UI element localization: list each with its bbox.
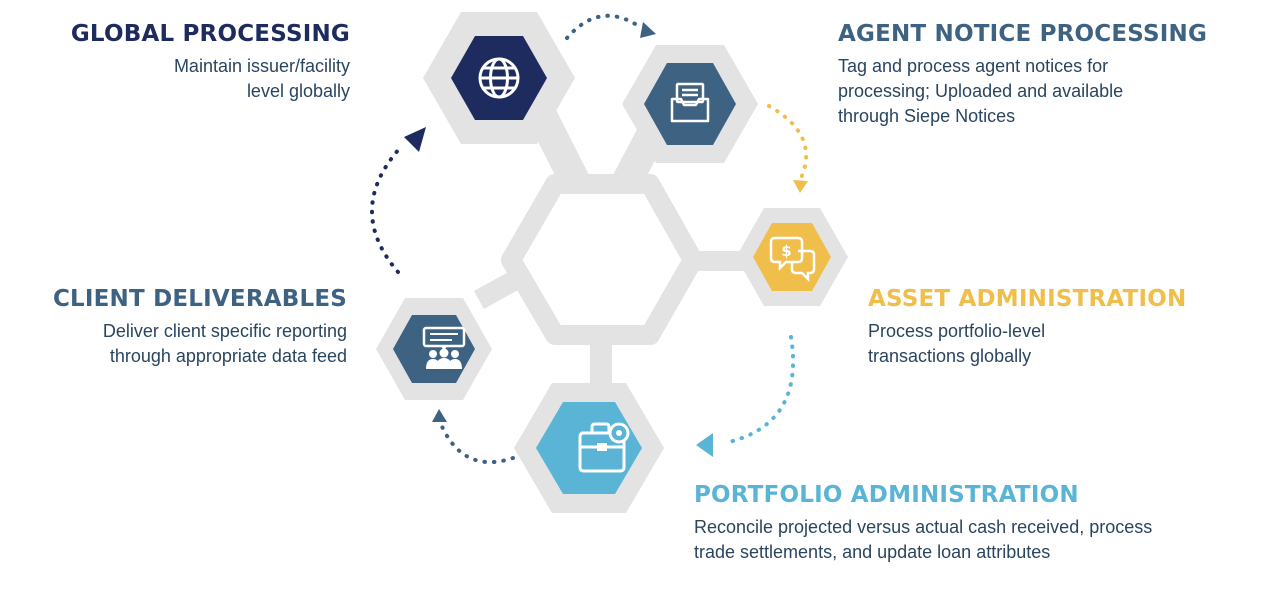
portfolio-administration-label: PORTFOLIO ADMINISTRATION Reconcile proje… <box>694 481 1152 565</box>
presentation-group-icon <box>422 326 466 369</box>
arrow-client-to-global <box>370 127 426 274</box>
asset-administration-description: Process portfolio-level transactions glo… <box>868 321 1046 366</box>
arrow-agent-to-asset <box>767 104 809 193</box>
client-deliverables-description: Deliver client specific reporting throug… <box>102 321 347 366</box>
asset-administration-label: ASSET ADMINISTRATION Process portfolio-l… <box>868 285 1186 369</box>
agent-notice-processing-title: AGENT NOTICE PROCESSING <box>838 21 1208 47</box>
client-deliverables-label: CLIENT DELIVERABLES Deliver client speci… <box>53 285 347 369</box>
portfolio-administration-description: Reconcile projected versus actual cash r… <box>694 517 1153 562</box>
client-deliverables-title: CLIENT DELIVERABLES <box>52 286 347 312</box>
agent-notice-processing-label: AGENT NOTICE PROCESSING Tag and process … <box>838 20 1207 129</box>
briefcase-gear-icon <box>578 422 630 473</box>
globe-icon <box>478 57 520 99</box>
global-processing-description: Maintain issuer/facility level globally <box>173 56 350 101</box>
svg-text:$: $ <box>781 242 791 260</box>
portfolio-administration-title: PORTFOLIO ADMINISTRATION <box>694 482 1079 508</box>
asset-administration-title: ASSET ADMINISTRATION <box>868 286 1187 312</box>
arrow-asset-to-portfolio <box>696 335 796 457</box>
inbox-tray-icon <box>670 82 710 123</box>
global-processing-title: GLOBAL PROCESSING <box>70 21 350 47</box>
arrow-global-to-agent <box>565 13 656 40</box>
arrow-portfolio-to-client <box>432 409 515 465</box>
global-processing-label: GLOBAL PROCESSING Maintain issuer/facili… <box>71 20 350 104</box>
dollar-chat-icon: $ <box>769 236 816 283</box>
center-hexagon <box>501 174 703 345</box>
agent-notice-processing-description: Tag and process agent notices for proces… <box>838 56 1124 126</box>
